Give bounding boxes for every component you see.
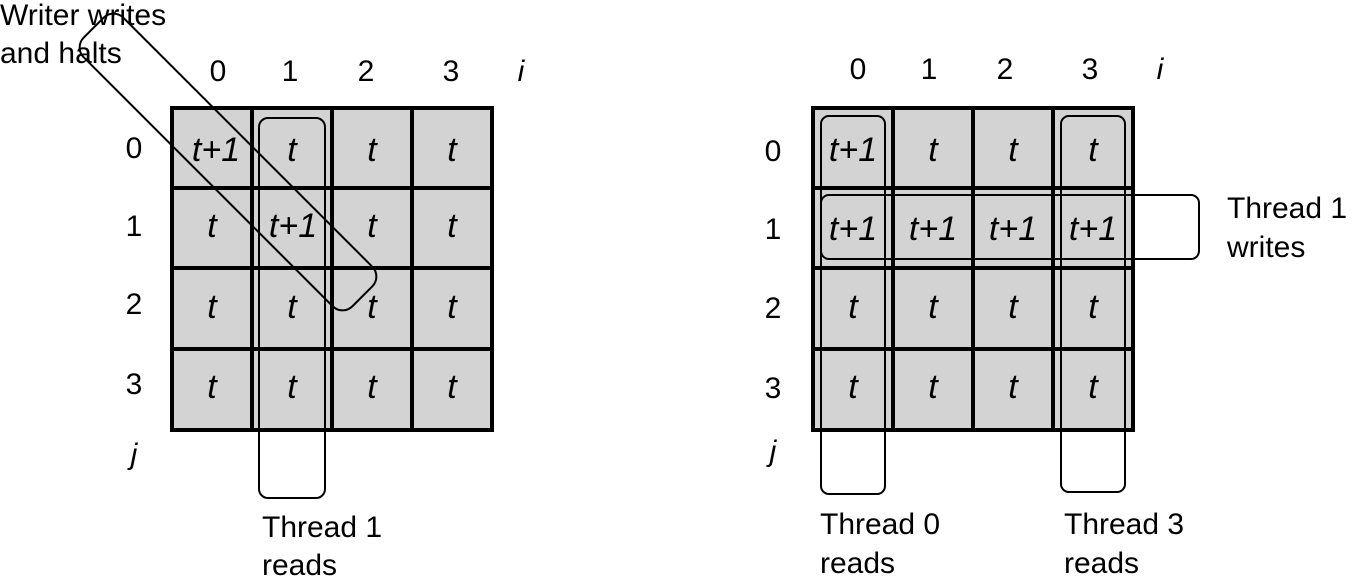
right-value-3-1: t <box>928 368 939 406</box>
left-value-2-0: t <box>207 288 218 326</box>
right-row-label-1: 1 <box>765 213 782 246</box>
left-reads-line2: reads <box>262 549 337 578</box>
left-value-0-1: t <box>287 131 298 169</box>
left-row-label-3: 3 <box>126 368 143 401</box>
right-value-2-2: t <box>1008 288 1019 326</box>
left-value-2-1: t <box>287 288 298 326</box>
right-reads0-line2: reads <box>820 547 895 578</box>
left-value-2-3: t <box>447 288 458 326</box>
right-grid-cells <box>811 106 1135 432</box>
right-col-label-0: 0 <box>850 53 867 86</box>
right-value-0-0: t+1 <box>829 131 877 169</box>
right-col-label-1: 1 <box>921 53 938 86</box>
right-value-3-2: t <box>1008 368 1019 406</box>
left-col-axis-label: i <box>518 55 526 88</box>
left-value-1-1: t+1 <box>269 207 317 245</box>
right-row-label-2: 2 <box>765 292 782 325</box>
left-grid-cells <box>170 106 494 432</box>
right-value-2-0: t <box>848 288 859 326</box>
left-cell-3-3 <box>410 347 494 432</box>
left-thread1-read-column <box>258 117 326 499</box>
right-value-0-3: t <box>1088 131 1099 169</box>
left-col-label-1: 1 <box>282 55 299 88</box>
right-reads3-line1: Thread 3 <box>1064 508 1184 541</box>
left-grid: 0 1 2 3 i 0 1 2 3 j t+1 t t t t t+1 t t … <box>0 0 526 582</box>
left-value-1-3: t <box>447 207 458 245</box>
left-value-3-3: t <box>447 368 458 406</box>
left-value-3-0: t <box>207 368 218 406</box>
left-writer-diagonal-bracket <box>78 12 378 312</box>
left-reads-line1: Thread 1 <box>262 511 382 544</box>
right-thread0-read-column <box>820 115 886 495</box>
left-row-axis-label: j <box>127 438 139 471</box>
right-value-1-2: t+1 <box>989 210 1037 248</box>
left-col-label-0: 0 <box>210 55 227 88</box>
left-value-0-0: t+1 <box>192 131 240 169</box>
right-value-0-1: t <box>928 131 939 169</box>
right-value-1-1: t+1 <box>909 210 957 248</box>
right-writes-line1: Thread 1 <box>1227 192 1347 225</box>
left-value-2-2: t <box>367 288 378 326</box>
left-value-0-3: t <box>447 131 458 169</box>
right-col-axis-label: i <box>1157 53 1165 86</box>
right-thread3-read-column <box>1060 115 1126 493</box>
left-row-label-1: 1 <box>126 210 143 243</box>
left-value-3-2: t <box>367 368 378 406</box>
left-value-3-1: t <box>287 368 298 406</box>
right-row-label-3: 3 <box>765 372 782 405</box>
left-row-label-2: 2 <box>126 288 143 321</box>
right-value-1-3: t+1 <box>1069 210 1117 248</box>
right-row-label-0: 0 <box>765 135 782 168</box>
right-value-3-3: t <box>1088 368 1099 406</box>
right-writes-line2: writes <box>1226 231 1305 264</box>
left-row-label-0: 0 <box>126 132 143 165</box>
right-value-1-0: t+1 <box>829 210 877 248</box>
right-col-label-3: 3 <box>1082 53 1099 86</box>
right-value-2-1: t <box>928 288 939 326</box>
writer-note-line2: and halts <box>0 37 122 70</box>
writer-note-line1: Writer writes <box>0 0 166 32</box>
right-reads0-line1: Thread 0 <box>820 508 940 541</box>
right-reads3-line2: reads <box>1064 547 1139 578</box>
left-value-1-0: t <box>207 207 218 245</box>
right-cell-3-3 <box>1051 347 1135 432</box>
right-col-label-2: 2 <box>997 53 1014 86</box>
right-value-3-0: t <box>848 368 859 406</box>
right-value-2-3: t <box>1088 288 1099 326</box>
left-value-0-2: t <box>367 131 378 169</box>
left-col-label-2: 2 <box>358 55 375 88</box>
right-thread1-write-row <box>820 194 1200 260</box>
right-grid: 0 1 2 3 i 0 1 2 3 j t+1 t t t t+1 t+1 t+… <box>765 53 1347 580</box>
right-row-axis-label: j <box>766 435 778 468</box>
left-col-label-3: 3 <box>443 55 460 88</box>
right-value-0-2: t <box>1008 131 1019 169</box>
left-value-1-2: t <box>367 207 378 245</box>
